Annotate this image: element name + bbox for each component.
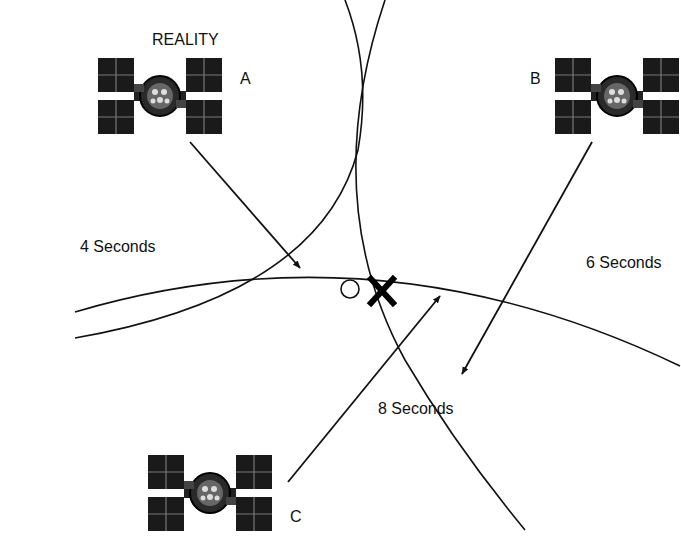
signal-arrow <box>190 142 300 268</box>
satellite-letter: A <box>240 70 251 88</box>
signal-arrow <box>462 142 592 374</box>
satellite <box>148 455 272 531</box>
satellite <box>98 58 222 134</box>
time-label: 4 Seconds <box>80 238 156 256</box>
time-label: 6 Seconds <box>586 254 662 272</box>
error-mark <box>371 279 393 303</box>
range-arc <box>356 0 525 530</box>
signal-arrow <box>288 296 440 482</box>
diagram-title: REALITY <box>152 31 219 49</box>
satellite-letter: B <box>530 70 541 88</box>
fix-circle <box>341 280 359 298</box>
range-arc <box>75 277 680 366</box>
time-label: 8 Seconds <box>378 400 454 418</box>
satellite <box>555 58 679 134</box>
range-arc <box>75 0 363 338</box>
satellite-letter: C <box>290 508 302 526</box>
